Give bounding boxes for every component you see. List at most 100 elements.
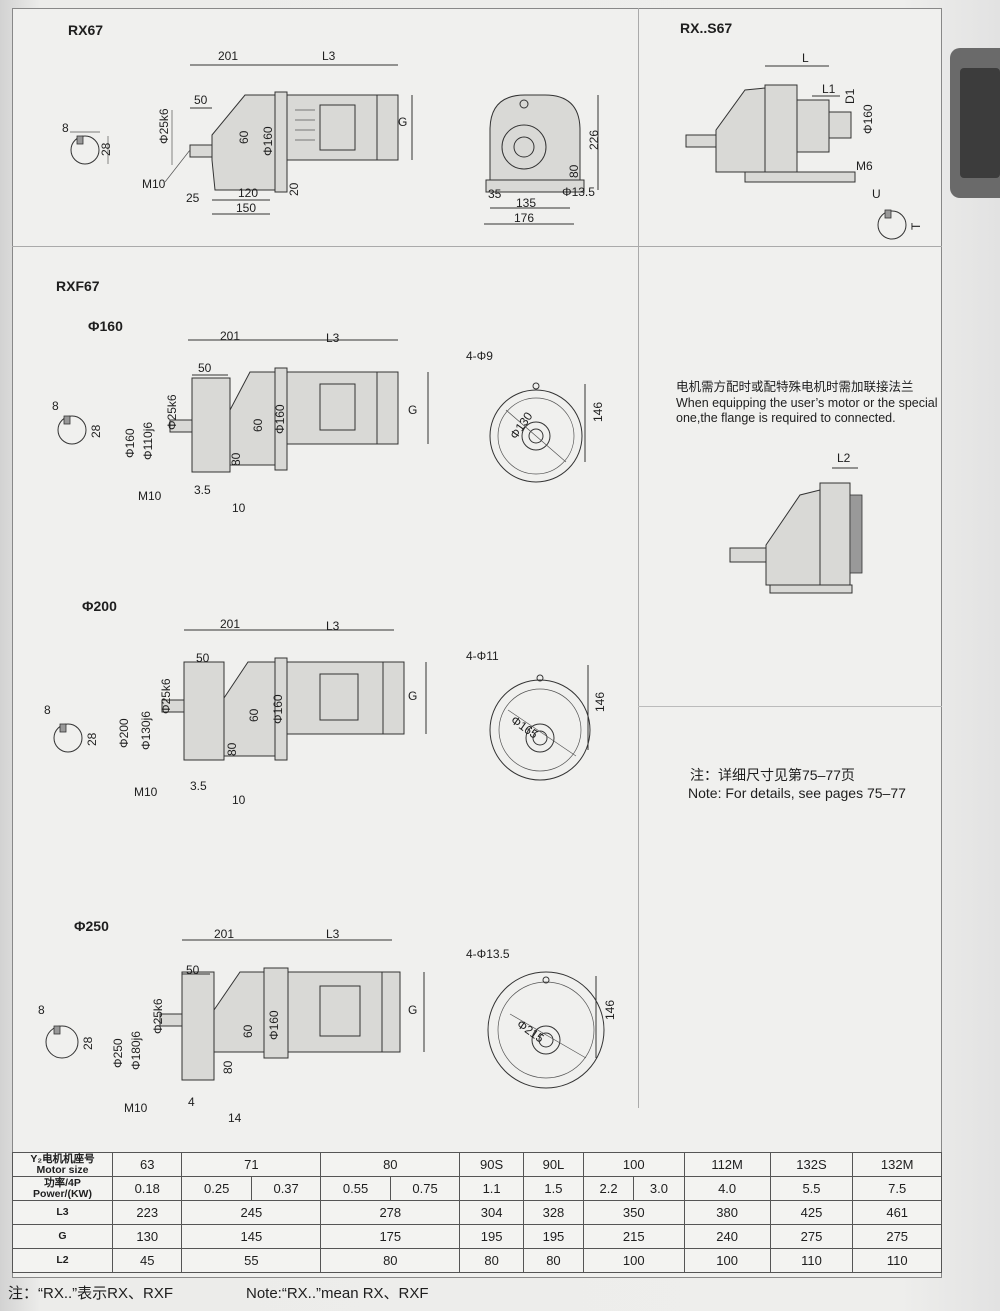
cell: 45 [111, 1248, 183, 1273]
rxf160-d160: Φ160 [123, 428, 137, 458]
rx67-dim-80: 80 [567, 164, 581, 178]
rxf250-50: 50 [186, 963, 200, 977]
rxf200-shaft: Φ25k6 [159, 678, 173, 714]
rxf200-key: 8 [44, 703, 51, 717]
rx67-dim-120: 120 [238, 186, 258, 200]
rxf200-201: 201 [220, 617, 240, 631]
cell: 223 [111, 1200, 183, 1225]
rxf160-50: 50 [198, 361, 212, 375]
divider [12, 246, 638, 247]
divider [638, 706, 942, 707]
rx67-key-width: 8 [62, 121, 69, 135]
rxf250-holes: 4-Φ13.5 [466, 947, 510, 961]
rxf250-dm160: Φ160 [267, 1010, 281, 1040]
cell: 304 [459, 1200, 524, 1225]
section-label-phi160: Φ160 [88, 318, 123, 334]
cell: 1.1 [459, 1176, 524, 1201]
rxf250-shaft: Φ25k6 [151, 998, 165, 1034]
rx67-dim-20: 20 [287, 182, 301, 196]
rxf200-side-view: 8 28 201 L3 50 Φ25k6 Φ130j6 Φ200 M10 3.5… [44, 617, 427, 807]
cell: 90L [522, 1152, 584, 1177]
rx67-shaft-dim: Φ25k6 [157, 108, 171, 144]
rxf200-d130: Φ130j6 [139, 711, 153, 750]
rxf250-4: 4 [188, 1095, 195, 1109]
row-label-motor-zh: Y₂电机机座号 [30, 1152, 95, 1165]
rxf160-80: 80 [229, 452, 243, 466]
row-label-l3: L3 [12, 1200, 113, 1225]
section-label-rxs67: RX..S67 [680, 20, 733, 36]
row-label-motor-en: Motor size [36, 1163, 89, 1176]
rxf160-holes: 4-Φ9 [466, 349, 493, 363]
cell: 0.55 [320, 1176, 391, 1201]
rxf160-201: 201 [220, 329, 240, 343]
rxf160-146: 146 [591, 402, 605, 422]
cell: 278 [320, 1200, 461, 1225]
cell: 4.0 [683, 1176, 771, 1201]
rxf160-d110: Φ110j6 [141, 422, 155, 460]
cell: 2.2 [582, 1176, 635, 1201]
cell: 110 [852, 1248, 942, 1273]
rxf200-50: 50 [196, 651, 210, 665]
side-tab-motor-icon [960, 68, 1000, 178]
rxs67-m6: M6 [856, 159, 873, 173]
cell: 425 [769, 1200, 854, 1225]
flange-note-zh: 电机需方配时或配特殊电机时需加联接法兰 [676, 380, 914, 394]
cell: 0.37 [250, 1176, 322, 1201]
cell: 175 [320, 1224, 461, 1249]
rx67-dim-25: 25 [186, 191, 200, 205]
rxf250-d250: Φ250 [111, 1038, 125, 1068]
rxs67-t: T [909, 222, 923, 230]
cell: 380 [683, 1200, 771, 1225]
row-label-power-en: Power/(KW) [33, 1187, 92, 1200]
row-label-g: G [12, 1224, 113, 1249]
rxf250-201: 201 [214, 927, 234, 941]
rxs67-view: L L1 D1 Φ160 M6 U T [685, 51, 923, 240]
table-row-power: 功率/4P Power/(KW) 0.18 0.25 0.37 0.55 0.7… [12, 1176, 942, 1201]
rx67-hole: Φ13.5 [562, 185, 595, 199]
divider [638, 8, 639, 1108]
rxf200-m10: M10 [134, 785, 158, 799]
rx67-side-view: 8 28 201 L3 50 Φ25k6 M10 25 120 150 60 Φ… [62, 49, 413, 215]
rxs67-phi160: Φ160 [861, 104, 875, 134]
flange-note-en2: one,the flange is required to connected. [676, 411, 896, 425]
rx67-dim-50: 50 [194, 93, 208, 107]
rx67-dim-150: 150 [236, 201, 256, 215]
details-note-en: Note: For details, see pages 75–77 [688, 785, 906, 801]
flange-view [729, 467, 863, 594]
divider [638, 246, 942, 247]
rxf160-g: G [408, 403, 417, 417]
rxf160-shaft: Φ25k6 [165, 394, 179, 430]
row-label-power-zh: 功率/4P [44, 1176, 81, 1189]
row-label-l2: L2 [12, 1248, 113, 1273]
rx67-dim-226: 226 [587, 130, 601, 150]
cell: 350 [582, 1200, 685, 1225]
row-label-motor: Y₂电机机座号 Motor size [12, 1152, 113, 1177]
rxf250-14: 14 [228, 1111, 242, 1125]
rxs67-l1: L1 [822, 82, 836, 96]
table-row-g: G 130 145 175 195 195 215 240 275 275 [12, 1224, 942, 1249]
rxf250-80: 80 [221, 1060, 235, 1074]
details-note-zh: 注：详细尺寸见第75–77页 [690, 767, 855, 783]
cell: 240 [683, 1224, 771, 1249]
cell: 63 [111, 1152, 183, 1177]
rxf200-g: G [408, 689, 417, 703]
cell: 275 [769, 1224, 854, 1249]
rxf250-pcd: Φ215 [514, 1017, 547, 1046]
cell: 275 [852, 1224, 942, 1249]
rxf250-m10: M10 [124, 1101, 148, 1115]
rxf200-pcd: Φ165 [508, 713, 541, 742]
cell: 132S [769, 1152, 854, 1177]
cell: 90S [459, 1152, 524, 1177]
rxf250-60: 60 [241, 1024, 255, 1038]
cell: 5.5 [769, 1176, 854, 1201]
cell: 1.5 [522, 1176, 584, 1201]
cell: 215 [582, 1224, 685, 1249]
rxf160-side-view: 8 28 201 L3 50 Φ25k6 Φ110j6 Φ160 M10 3.5… [52, 329, 429, 515]
rxf200-l3: L3 [326, 619, 340, 633]
rxf200-d200: Φ200 [117, 718, 131, 748]
cell: 71 [181, 1152, 322, 1177]
cell: 130 [111, 1224, 183, 1249]
rxs67-u: U [872, 187, 881, 201]
section-label-phi250: Φ250 [74, 918, 109, 934]
